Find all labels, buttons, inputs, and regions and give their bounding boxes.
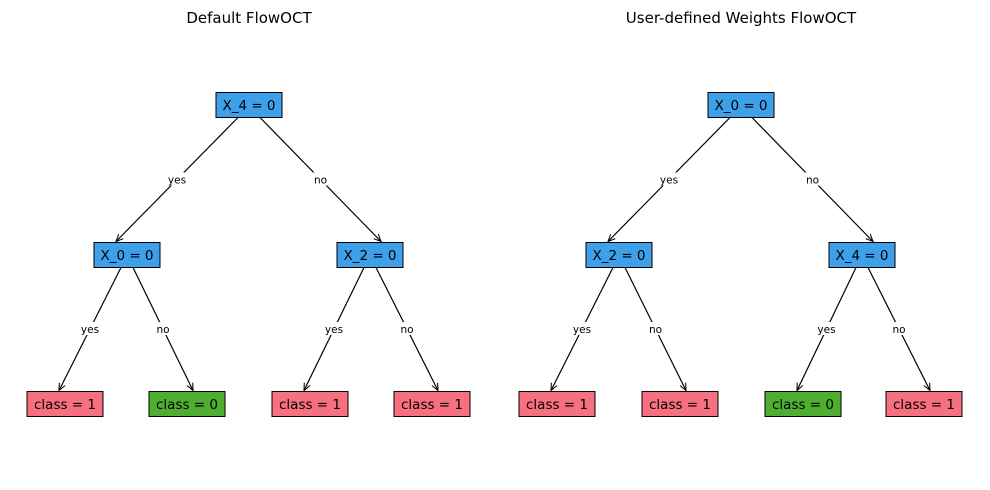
split-node: X_4 = 0: [215, 92, 283, 118]
edge-label-yes: yes: [660, 175, 678, 187]
leaf-node: class = 1: [885, 391, 963, 417]
node-box: [518, 391, 596, 417]
node-label: X_4 = 0: [222, 98, 275, 114]
edge-label-background: [656, 172, 682, 186]
node-box: [336, 242, 404, 268]
node-box: [393, 391, 471, 417]
split-node: X_2 = 0: [585, 242, 653, 268]
edge-label-yes: yes: [325, 324, 343, 336]
node-label: class = 1: [279, 397, 341, 413]
node-box: [764, 391, 842, 417]
node-label: class = 1: [401, 397, 463, 413]
edge-label-background: [803, 172, 822, 186]
node-box: [585, 242, 653, 268]
node-label: X_0 = 0: [714, 98, 767, 114]
node-box: [641, 391, 719, 417]
node-label: class = 1: [649, 397, 711, 413]
edge-label-yes: yes: [573, 324, 591, 336]
edge-label-background: [321, 322, 347, 335]
leaf-node: class = 1: [518, 391, 596, 417]
leaf-node: class = 1: [26, 391, 104, 417]
edge-label-no: no: [649, 324, 662, 336]
edge-label-no: no: [806, 175, 819, 187]
edge-label-background: [77, 322, 103, 335]
tree-edges: yes no yes no yes no: [551, 117, 930, 391]
node-box: [93, 242, 161, 268]
node-label: class = 1: [34, 397, 96, 413]
node-box: [148, 391, 226, 417]
node-box: [26, 391, 104, 417]
node-box: [828, 242, 896, 268]
leaf-node: class = 1: [393, 391, 471, 417]
edge-label-background: [814, 322, 839, 335]
tree-title: User-defined Weights FlowOCT: [626, 9, 857, 27]
edge-label-background: [398, 322, 416, 335]
tree-nodes: X_4 = 0 X_0 = 0 X_2 = 0 class = 1 class = 0 c…: [26, 92, 471, 417]
edge-label-background: [311, 172, 330, 186]
node-label: class = 1: [526, 397, 588, 413]
leaf-node: class = 1: [641, 391, 719, 417]
leaf-node: class = 1: [271, 391, 349, 417]
node-label: X_0 = 0: [100, 248, 153, 264]
edge-label-yes: yes: [817, 324, 835, 336]
split-node: X_0 = 0: [707, 92, 775, 118]
node-label: class = 0: [156, 397, 218, 413]
edge-label-no: no: [156, 324, 169, 336]
node-label: class = 0: [772, 397, 834, 413]
edge-label-background: [646, 322, 665, 335]
node-label: X_2 = 0: [343, 248, 396, 264]
split-node: X_2 = 0: [336, 242, 404, 268]
node-box: [215, 92, 283, 118]
tree-nodes: X_0 = 0 X_2 = 0 X_4 = 0 class = 1 class = 1 c…: [518, 92, 963, 417]
edge-label-no: no: [892, 324, 905, 336]
split-node: X_0 = 0: [93, 242, 161, 268]
edge-label-background: [154, 322, 172, 335]
node-box: [707, 92, 775, 118]
edge-label-background: [164, 172, 190, 186]
node-box: [271, 391, 349, 417]
node-label: X_2 = 0: [592, 248, 645, 264]
tree-title: Default FlowOCT: [186, 9, 312, 27]
tree-edges: yes no yes no yes no: [59, 117, 438, 391]
split-node: X_4 = 0: [828, 242, 896, 268]
edge-label-background: [569, 322, 595, 335]
edge-label-no: no: [400, 324, 413, 336]
leaf-node: class = 0: [148, 391, 226, 417]
edge-label-yes: yes: [81, 324, 99, 336]
node-label: X_4 = 0: [835, 248, 888, 264]
edge-label-background: [890, 322, 908, 335]
node-label: class = 1: [893, 397, 955, 413]
edge-label-no: no: [314, 175, 327, 187]
edge-label-yes: yes: [168, 175, 186, 187]
leaf-node: class = 0: [764, 391, 842, 417]
node-box: [885, 391, 963, 417]
